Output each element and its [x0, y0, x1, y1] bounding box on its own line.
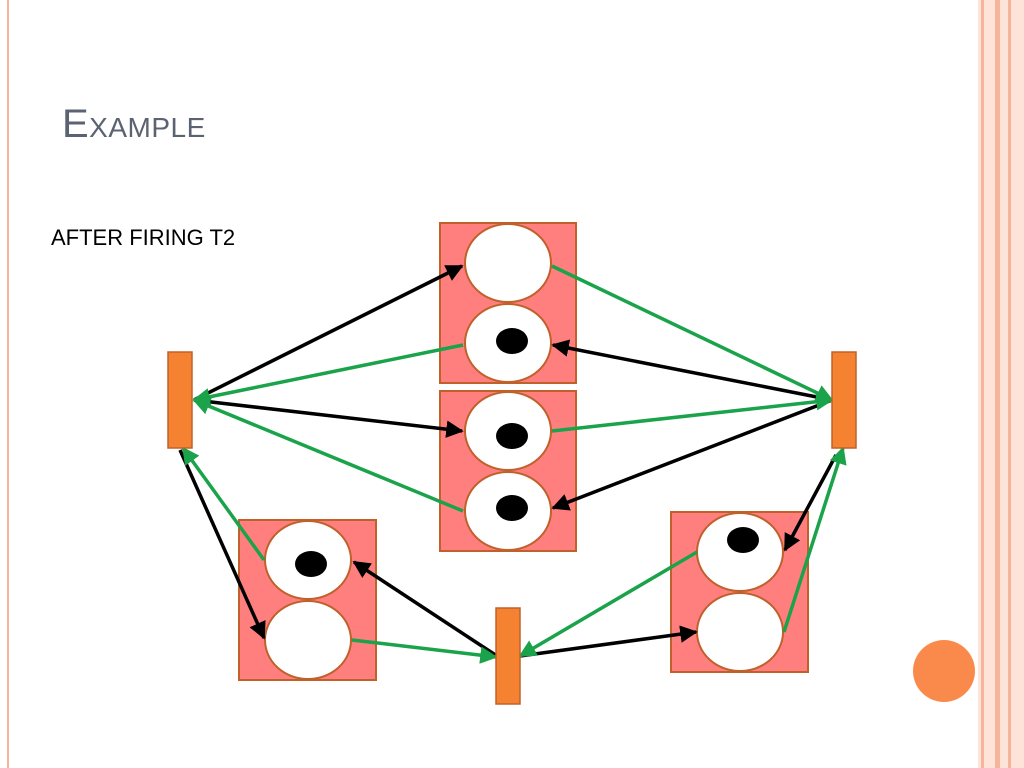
arc-input [519, 625, 698, 658]
arc-output [518, 550, 698, 658]
arc-output [192, 343, 464, 406]
transition-right [831, 351, 857, 449]
accent-circle [913, 640, 975, 702]
arc-output [351, 638, 498, 664]
token [496, 328, 528, 354]
place [264, 600, 352, 680]
transition-bottom [495, 607, 521, 705]
slide-title: Example [62, 102, 206, 146]
arc-output [551, 264, 834, 402]
arc-input [551, 339, 833, 402]
arc-input [193, 264, 464, 402]
place [696, 592, 784, 672]
transition-left [167, 351, 193, 449]
place [464, 223, 552, 303]
token [295, 551, 327, 577]
arc-input [352, 560, 498, 658]
slide-subtitle: AFTER FIRING T2 [51, 225, 236, 250]
token [496, 423, 528, 449]
right-border-stripe [1008, 0, 1011, 768]
arc-input [551, 398, 833, 511]
arc-input [178, 449, 266, 640]
token [727, 527, 759, 553]
left-border-line [7, 0, 9, 768]
token [496, 495, 528, 521]
arc-input [193, 398, 464, 438]
arc-input [783, 454, 838, 552]
arc-output [181, 446, 266, 562]
right-border-stripe [981, 0, 984, 768]
arc-output [192, 397, 464, 513]
arc-output [551, 393, 834, 433]
right-border-stripe [995, 0, 1000, 768]
arc-output [782, 446, 847, 633]
right-border-band [978, 0, 1024, 768]
